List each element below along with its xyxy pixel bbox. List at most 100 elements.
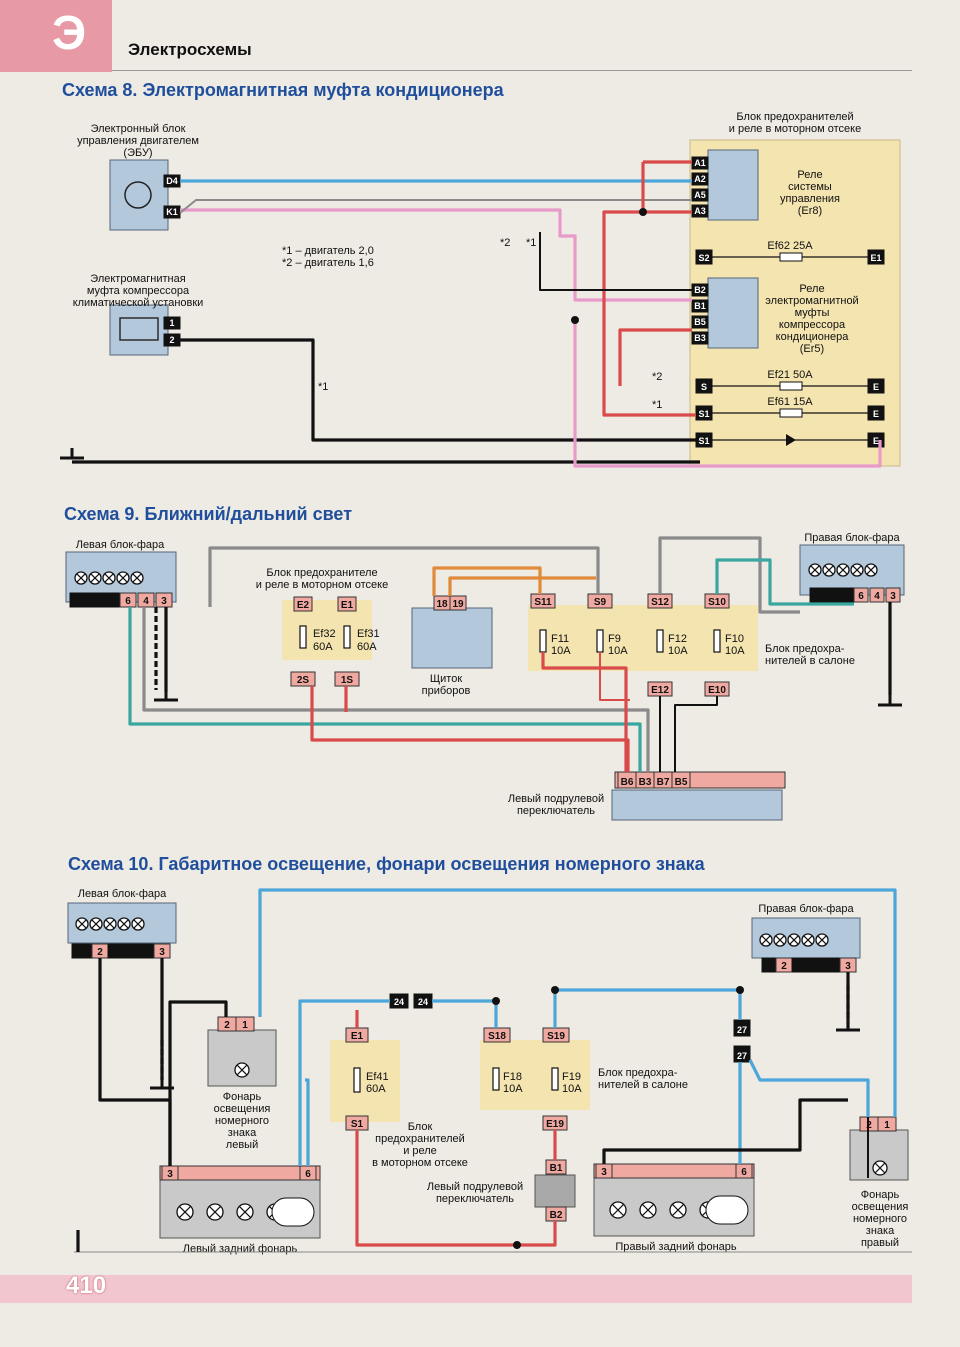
section-tab (0, 0, 112, 72)
left-tail-lamp-pin-label: 3 (167, 1169, 173, 1180)
s10-switch-pin-label: B1 (550, 1163, 563, 1174)
s10-right-headlamp-pin-label: 2 (781, 961, 787, 972)
headlamp-bulb (838, 565, 848, 575)
scheme9-switch-label: переключатель (517, 805, 595, 817)
scheme10-title: Схема 10. Габаритное освещение, фонари о… (68, 854, 706, 874)
right-plate-lamp-pin-label: 1 (884, 1120, 890, 1131)
s10-junction (551, 986, 559, 994)
scheme8-ecu-label: управления двигателем (77, 135, 199, 147)
headlamp-connector (791, 957, 841, 973)
scheme8-ecu-box (109, 159, 169, 231)
footer-bar (0, 1275, 912, 1303)
scheme9-cabin-fuse-rating: 10A (551, 645, 571, 657)
scheme9-cabin-fuse-rating: 10A (608, 645, 628, 657)
s10-engine-fuse-bottom-label: S1 (351, 1119, 364, 1130)
ecu-pin-k1-label: K1 (166, 207, 178, 217)
left-headlamp-pin-label: 6 (125, 596, 131, 607)
wire-black (180, 338, 696, 442)
scheme9-cabin-fuse-top (530, 593, 556, 609)
scheme8-notes: *2 – двигатель 1,6 (282, 257, 374, 269)
headlamp-bulb (118, 573, 128, 583)
fuse-label: Ef21 50A (767, 369, 813, 381)
scheme9-cabin-fuse-top-label: S10 (708, 597, 726, 608)
wire-teal (128, 607, 642, 772)
scheme8-junction (639, 208, 647, 216)
relay-er5-box (707, 277, 759, 349)
left-plate-lamp-label: знака (228, 1127, 257, 1139)
fuse-label: Ef62 25A (767, 240, 813, 252)
scheme9-engine-fuse-name: Ef31 (357, 628, 380, 640)
coil-icon (119, 317, 159, 341)
scheme9-cabin-fuse-name: F12 (668, 633, 687, 645)
wire-black (98, 958, 172, 1166)
scheme9-switch-label: Левый подрулевой (508, 793, 604, 805)
right-plate-lamp-label: номерного (853, 1213, 907, 1225)
left-tail-lamp-connector (159, 1165, 321, 1181)
plate-bulb (236, 1064, 248, 1076)
scheme9-cabin-fuse-rating: 10A (668, 645, 688, 657)
wire-black (168, 1000, 228, 1166)
headlamp-bulb (866, 565, 876, 575)
relay-er8-label: Реле (797, 169, 822, 181)
scheme9-switch-pin-label: B6 (621, 777, 634, 788)
scheme8-fuse-right-pin-label: E1 (870, 253, 881, 263)
scheme9-engine-fuse-top-label: E1 (341, 600, 354, 611)
headlamp-bulb (824, 565, 834, 575)
s10-cabin-block-label: нителей в салоне (598, 1079, 688, 1091)
right-tail-lamp-pin-label: 6 (741, 1167, 747, 1178)
instrument-cluster-label: Щиток (430, 673, 462, 685)
right-plate-lamp-pin (877, 1116, 897, 1132)
right-headlamp-pin (885, 587, 901, 603)
headlamp-bulb (91, 919, 101, 929)
left-plate-lamp-pin-label: 2 (224, 1020, 230, 1031)
instrument-cluster-pin-label: 18 (436, 599, 448, 610)
fuse-label: Ef61 15A (767, 396, 813, 408)
right-headlamp-label: Правая блок-фара (804, 532, 900, 544)
scheme8-fuse-right-pin-label: E (873, 436, 879, 446)
scheme8-mark: *2 (500, 237, 510, 249)
left-plate-lamp-label: освещения (214, 1103, 271, 1115)
s10-cabin-fuse-name: F19 (562, 1071, 581, 1083)
scheme8-fuse-left-pin-label: S2 (698, 253, 709, 263)
scheme8-clutch-label: климатической установки (73, 297, 204, 309)
scheme9-cabin-fuse-rating: 10A (725, 645, 745, 657)
scheme9-engine-fuse-top (337, 596, 357, 612)
s10-junction (492, 997, 500, 1005)
s10-cabin-fuse-name: F18 (503, 1071, 522, 1083)
scheme8-clutch-box (109, 304, 169, 356)
headlamp-connector (107, 943, 155, 959)
headlamp-bulb (119, 919, 129, 929)
scheme8-clutch-label: муфта компрессора (87, 285, 190, 297)
s10-cabin-fuse-top-label: S18 (488, 1031, 506, 1042)
relay-er5-pin-label: B2 (694, 285, 706, 295)
relay-er8-label: управления (780, 193, 840, 205)
scheme9-switch-pin-label: B7 (657, 777, 670, 788)
fuse-symbol (779, 408, 803, 418)
relay-er8-box (707, 149, 759, 221)
scheme9-engine-fuse-rating: 60A (313, 641, 333, 653)
scheme8-fuse-left-pin-label: S (701, 382, 707, 392)
s10-switch-pin-label: B2 (550, 1210, 563, 1221)
wire-red (599, 652, 630, 701)
tail-bulb (208, 1205, 222, 1219)
scheme9-cabin-fuse (596, 629, 604, 653)
right-plate-lamp-label: освещения (852, 1201, 909, 1213)
relay-er5-label: кондиционера (776, 331, 850, 343)
scheme8-fuse-right-pin-label: E (873, 409, 879, 419)
scheme8-mark: *2 (652, 371, 662, 383)
left-tail-lamp-label: Левый задний фонарь (183, 1243, 298, 1255)
scheme9-cabin-fuse (713, 629, 721, 653)
instrument-cluster-label: приборов (422, 685, 471, 697)
section-title: Электросхемы (128, 40, 252, 59)
scheme8-fuse-block-label: и реле в моторном отсеке (729, 123, 861, 135)
headlamp-bulb (105, 919, 115, 929)
tail-bulb (611, 1203, 625, 1217)
headlamp-bulb (775, 935, 785, 945)
relay-er8-pin (691, 172, 709, 186)
wire-blue (305, 1078, 310, 1166)
wire-blue (258, 888, 897, 1117)
scheme9-cabin-block-label: нителей в салоне (765, 655, 855, 667)
tail-bulb (238, 1205, 252, 1219)
s10-engine-fuse-rating: 60A (366, 1083, 386, 1095)
